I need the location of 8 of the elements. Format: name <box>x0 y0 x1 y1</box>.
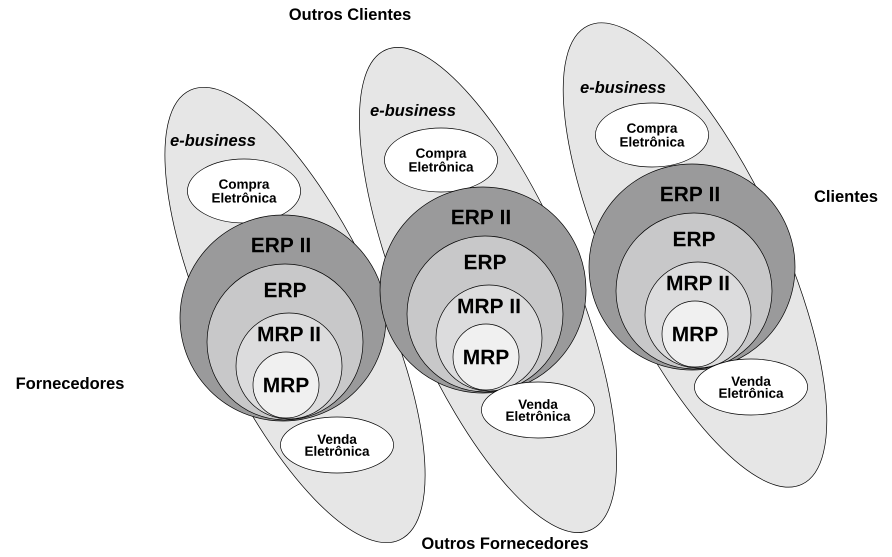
oval-bubble: Venda Eletrônica <box>481 382 595 438</box>
oval-bubble: Compra Eletrônica <box>595 102 709 168</box>
side-label: Fornecedores <box>16 376 124 390</box>
oval-bubble: Venda Eletrônica <box>280 416 394 474</box>
oval-bubble: Venda Eletrônica <box>694 358 808 416</box>
oval-bubble: Compra Eletrônica <box>187 158 301 224</box>
oval-bubble: Compra Eletrônica <box>384 128 498 192</box>
side-label: Outros Clientes <box>289 8 411 20</box>
